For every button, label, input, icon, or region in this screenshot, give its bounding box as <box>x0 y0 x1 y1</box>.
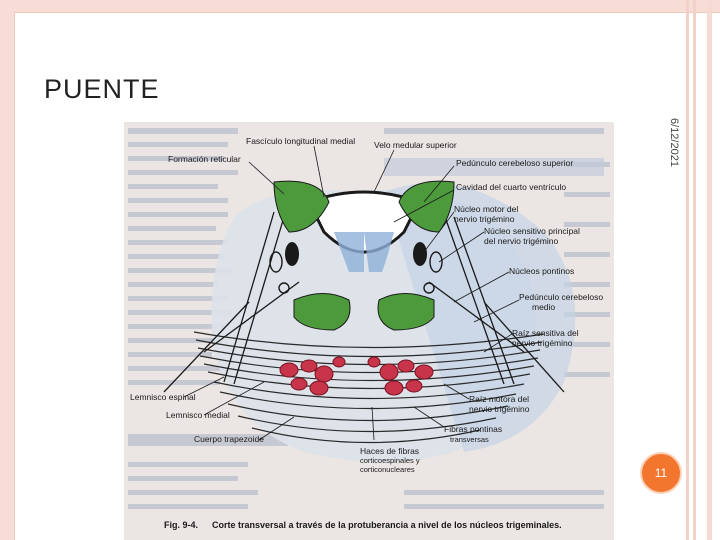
label-nucleo-motor-1: Núcleo motor del <box>454 204 518 214</box>
label-nucleo-sens-2: del nervio trigémino <box>484 236 558 246</box>
medial-lemniscus-right <box>377 293 435 331</box>
leader-lines <box>183 145 520 441</box>
slide-date: 6/12/2021 <box>660 118 680 178</box>
label-formacion: Formación reticular <box>168 154 241 164</box>
label-raiz-sens-1: Raíz sensitiva del <box>512 328 579 338</box>
pons-figure: Fascículo longitudinal medial Velo medul… <box>124 122 614 540</box>
label-nucleo-sens-1: Núcleo sensitivo principal <box>484 226 580 236</box>
decor-bar <box>693 0 696 540</box>
label-fibras-1: Fibras pontinas <box>444 424 502 434</box>
label-velo: Velo medular superior <box>374 140 457 150</box>
slide-date-text: 6/12/2021 <box>668 118 680 167</box>
label-fibras-2: transversas <box>450 435 489 444</box>
label-cavidad: Cavidad del cuarto ventrículo <box>456 182 566 192</box>
frame-top-band <box>0 0 720 12</box>
trigeminal-motor-nucleus-left <box>285 242 299 266</box>
frame-left-band <box>0 0 14 540</box>
label-raiz-motora-2: nervio trigémino <box>469 404 530 414</box>
label-pedunculo-medio-1: Pedúnculo cerebeloso <box>519 292 603 302</box>
label-lemnisco-espinal: Lemnisco espinal <box>130 392 196 402</box>
slide-title: PUENTE <box>44 74 160 104</box>
figure-labels: Fascículo longitudinal medial Velo medul… <box>130 136 603 474</box>
caption-fig: Fig. 9-4. <box>164 520 198 530</box>
medial-lemniscus-left <box>293 293 351 331</box>
frame-line-top <box>14 12 720 13</box>
decor-bar <box>686 0 689 540</box>
label-pedunculo-medio-2: medio <box>532 302 555 312</box>
decor-bar <box>707 0 712 540</box>
label-nucleos-pontinos: Núcleos pontinos <box>509 266 574 276</box>
corticospinal-bundles <box>279 356 434 396</box>
pons-section <box>163 180 576 462</box>
label-raiz-sens-2: nervio trigémino <box>512 338 573 348</box>
label-lemnisco-medial: Lemnisco medial <box>166 410 230 420</box>
label-cuerpo: Cuerpo trapezoide <box>194 434 264 444</box>
pons-diagram: Fascículo longitudinal medial Velo medul… <box>124 122 614 540</box>
superior-peduncle-left <box>273 180 330 233</box>
figure-caption: Fig. 9-4. Corte transversal a través de … <box>164 520 562 530</box>
caption-text: Corte transversal a través de la protube… <box>212 520 562 530</box>
label-nucleo-motor-2: nervio trigémino <box>454 214 515 224</box>
tracts <box>163 211 565 393</box>
label-haces-1: Haces de fibras <box>360 446 419 456</box>
frame-line <box>14 12 15 540</box>
label-fasciculo: Fascículo longitudinal medial <box>246 136 355 146</box>
page-number-badge: 11 <box>640 452 682 494</box>
superior-peduncle-right <box>398 180 455 233</box>
label-pedunculo-sup: Pedúnculo cerebeloso superior <box>456 158 573 168</box>
label-haces-3: corticonucleares <box>360 465 415 474</box>
transverse-fibers <box>193 331 545 444</box>
label-haces-2: corticoespinales y <box>360 456 420 465</box>
trigeminal-motor-nucleus-right <box>413 242 427 266</box>
page-number: 11 <box>654 466 668 480</box>
label-raiz-motora-1: Raíz motora del <box>469 394 529 404</box>
